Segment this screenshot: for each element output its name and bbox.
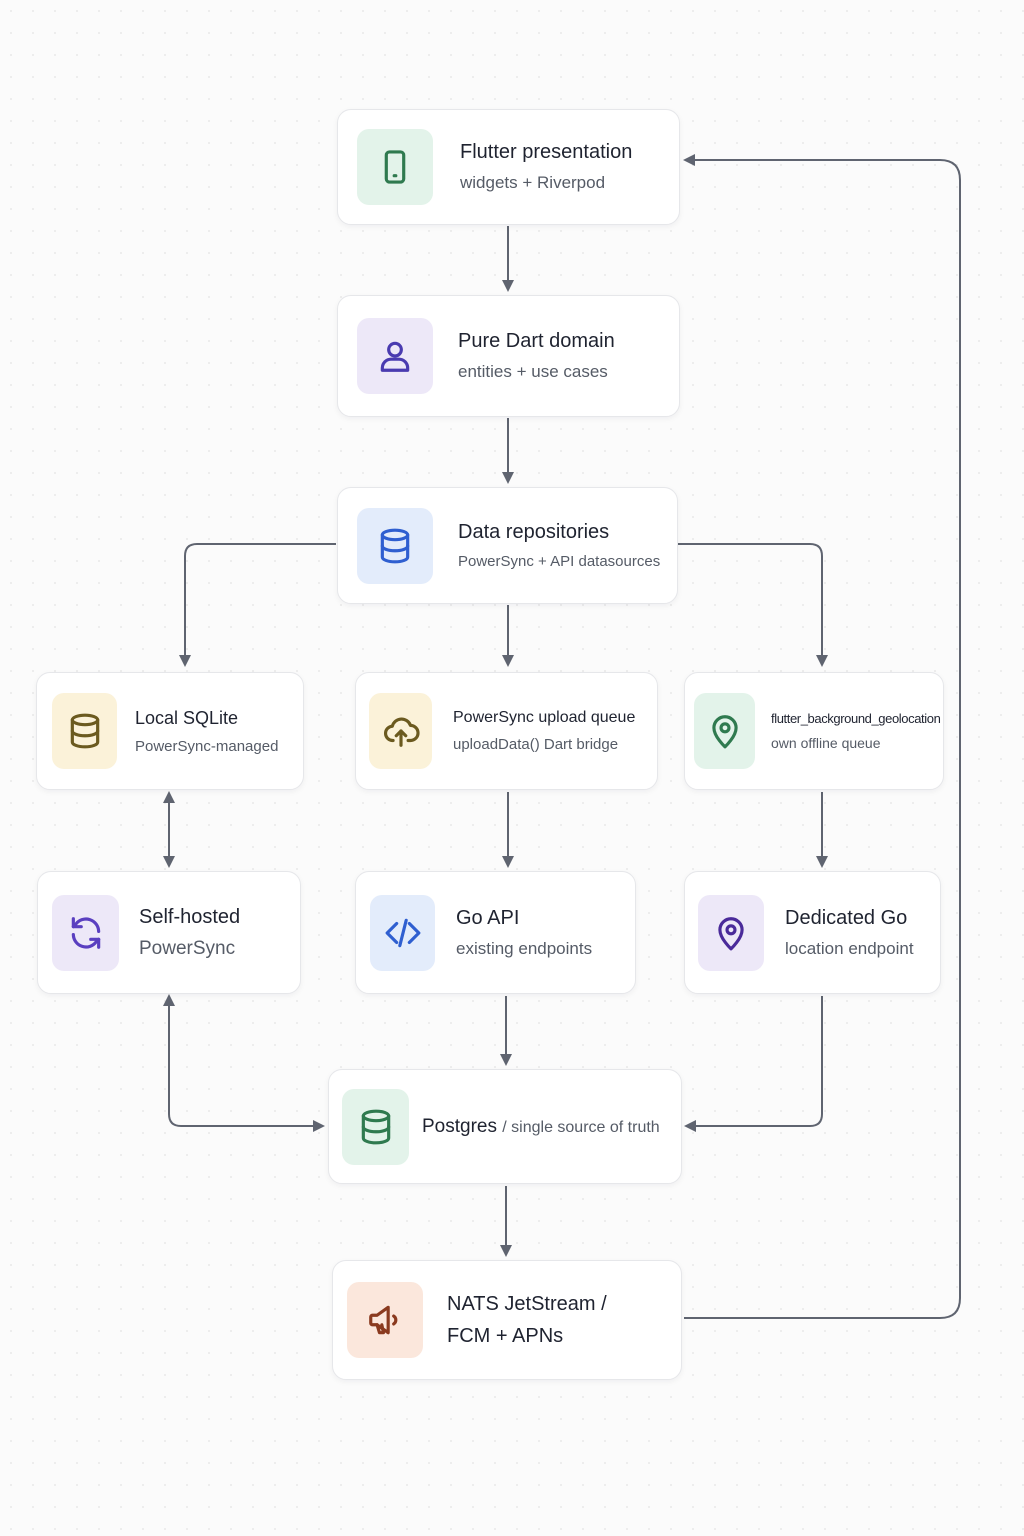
- node-title: Pure Dart domain: [458, 330, 615, 352]
- node-subtitle: widgets + Riverpod: [460, 173, 606, 192]
- node-subtitle: FCM + APNs: [447, 1324, 564, 1347]
- code-icon: [370, 894, 435, 971]
- user-icon: [357, 318, 433, 394]
- node-subtitle: entities + use cases: [458, 362, 608, 381]
- node-upload-queue: PowerSync upload queue uploadData() Dart…: [355, 672, 658, 790]
- node-title: Postgres / single source of truth: [422, 1116, 660, 1138]
- map-pin-icon: [694, 693, 755, 769]
- postgres-title: Postgres: [422, 1115, 497, 1137]
- node-subtitle: location endpoint: [785, 938, 914, 958]
- node-subtitle: existing endpoints: [456, 938, 593, 958]
- node-subtitle: PowerSync-managed: [135, 737, 279, 755]
- map-pin-icon: [698, 894, 764, 971]
- node-subtitle: uploadData() Dart bridge: [453, 736, 619, 753]
- node-title: NATS JetStream /: [447, 1292, 607, 1315]
- node-background-geolocation: flutter_background_geolocation own offli…: [684, 672, 944, 790]
- node-nats-jetstream: NATS JetStream / FCM + APNs: [332, 1260, 682, 1380]
- node-title: Self-hosted: [139, 905, 241, 928]
- node-go-api: Go API existing endpoints: [355, 871, 636, 994]
- arrow-selfhosted-postgres: [163, 994, 325, 1132]
- database-icon: [357, 507, 433, 584]
- postgres-subtitle: / single source of truth: [502, 1118, 660, 1136]
- node-title: Dedicated Go: [785, 906, 908, 929]
- arrow-repos-to-bg-geo: [678, 543, 828, 667]
- node-dedicated-go: Dedicated Go location endpoint: [684, 871, 941, 994]
- megaphone-icon: [347, 1282, 423, 1358]
- arrow-repos-to-sqlite: [179, 543, 336, 667]
- node-flutter-presentation: Flutter presentation widgets + Riverpod: [337, 109, 680, 225]
- node-title: Flutter presentation: [460, 141, 633, 163]
- database-icon: [52, 693, 117, 769]
- node-self-hosted-powersync: Self-hosted PowerSync: [37, 871, 301, 994]
- node-subtitle: own offline queue: [771, 735, 881, 751]
- arrow-dedicated-to-postgres: [684, 996, 823, 1132]
- node-data-repositories: Data repositories PowerSync + API dataso…: [337, 487, 678, 604]
- smartphone-icon: [357, 129, 433, 205]
- cloud-upload-icon: [369, 693, 432, 769]
- sync-icon: [52, 894, 119, 971]
- node-local-sqlite: Local SQLite PowerSync-managed: [36, 672, 304, 790]
- node-postgres: Postgres / single source of truth: [328, 1069, 682, 1184]
- database-icon: [342, 1088, 409, 1165]
- node-title: Go API: [456, 906, 520, 929]
- node-title: flutter_background_geolocation: [771, 711, 941, 726]
- node-title: PowerSync upload queue: [453, 709, 636, 726]
- node-subtitle: PowerSync: [139, 937, 236, 959]
- node-dart-domain: Pure Dart domain entities + use cases: [337, 295, 680, 417]
- node-title: Local SQLite: [135, 707, 239, 728]
- node-subtitle: PowerSync + API datasources: [458, 553, 661, 570]
- node-title: Data repositories: [458, 521, 610, 543]
